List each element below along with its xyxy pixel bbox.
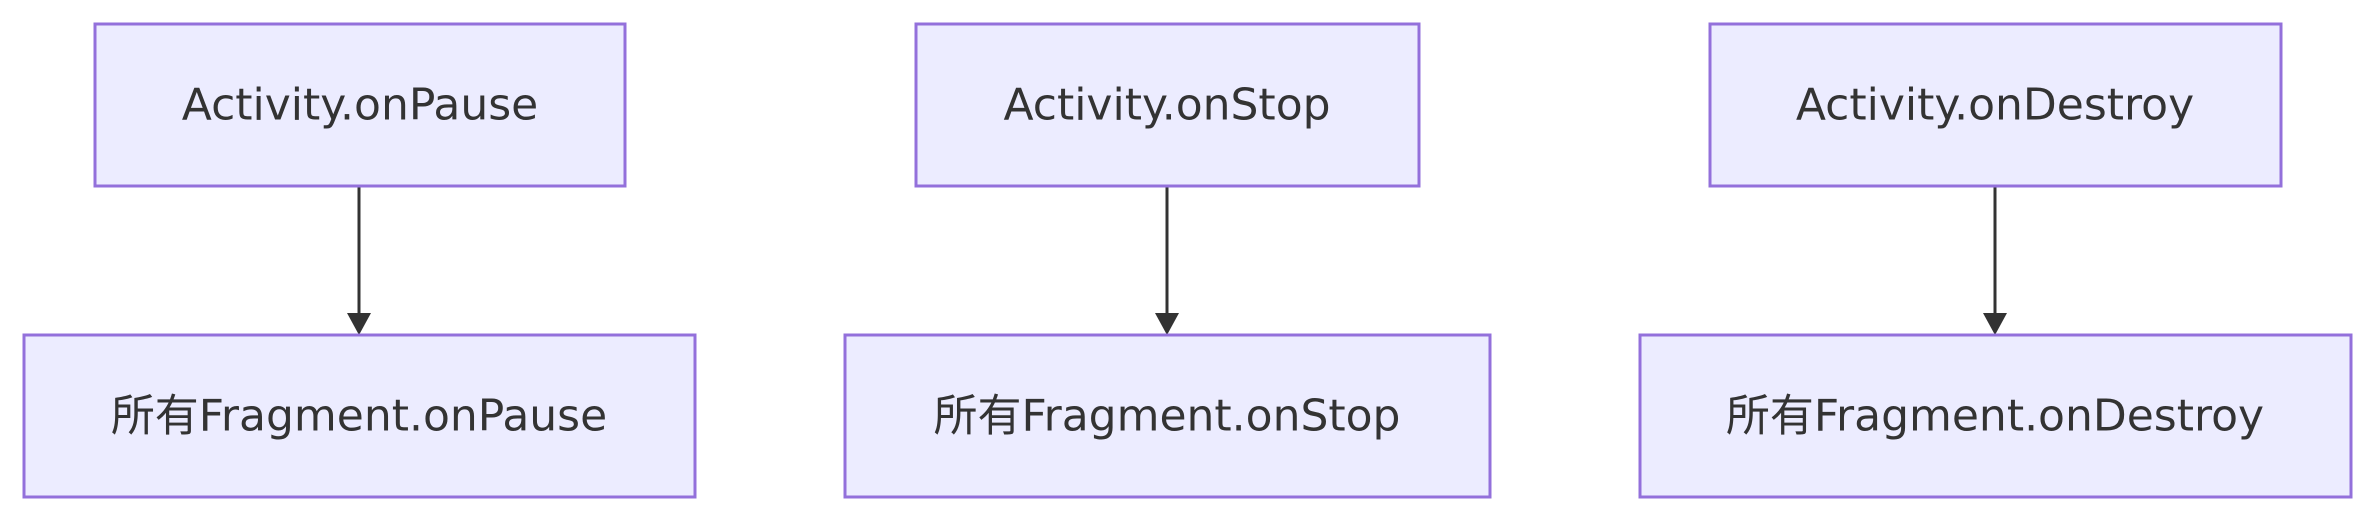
edge-activity-onstop-to-fragments-onstop bbox=[1155, 186, 1179, 335]
arrowhead-icon bbox=[1155, 313, 1179, 335]
node-box bbox=[93, 22, 627, 188]
arrowhead-icon bbox=[1983, 313, 2007, 335]
node-label: 所有Fragment.onPause bbox=[111, 391, 607, 442]
node-activity-onpause: Activity.onPause bbox=[93, 22, 627, 188]
arrowhead-icon bbox=[347, 313, 371, 335]
node-label: 所有Fragment.onStop bbox=[934, 391, 1401, 442]
edges bbox=[347, 186, 2007, 335]
node-box bbox=[22, 333, 697, 499]
node-label: Activity.onDestroy bbox=[1796, 80, 2194, 131]
node-label: Activity.onStop bbox=[1003, 80, 1330, 131]
node-fragments-ondestroy: 所有Fragment.onDestroy bbox=[1638, 333, 2353, 499]
node-box bbox=[843, 333, 1492, 499]
node-box bbox=[1638, 333, 2353, 499]
node-fragments-onstop: 所有Fragment.onStop bbox=[843, 333, 1492, 499]
node-box bbox=[1708, 22, 2283, 188]
edge-activity-ondestroy-to-fragments-ondestroy bbox=[1983, 186, 2007, 335]
edge-activity-onpause-to-fragments-onpause bbox=[347, 186, 371, 335]
node-activity-ondestroy: Activity.onDestroy bbox=[1708, 22, 2283, 188]
node-box bbox=[914, 22, 1421, 188]
node-label: 所有Fragment.onDestroy bbox=[1726, 391, 2264, 442]
node-activity-onstop: Activity.onStop bbox=[914, 22, 1421, 188]
node-label: Activity.onPause bbox=[182, 80, 538, 131]
node-fragments-onpause: 所有Fragment.onPause bbox=[22, 333, 697, 499]
